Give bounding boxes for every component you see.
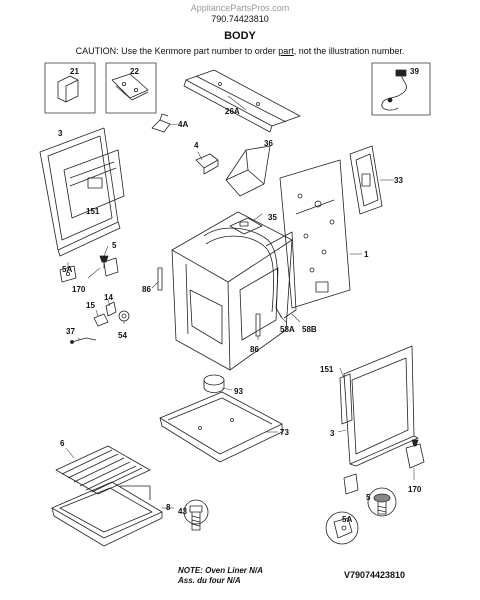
note-oven-liner-french: Ass. du four N/A bbox=[178, 576, 241, 585]
site-watermark: AppliancePartsPros.com bbox=[190, 3, 290, 13]
callout-4: 4 bbox=[194, 141, 199, 150]
part-22-bracket[interactable] bbox=[105, 62, 157, 114]
callout-58a: 58A bbox=[280, 325, 295, 334]
callout-54: 54 bbox=[118, 331, 127, 340]
callout-26a: 26A bbox=[225, 107, 240, 116]
callout-8-visible: 8 bbox=[166, 503, 171, 512]
callout-39: 39 bbox=[410, 67, 419, 76]
part-5-left-screw[interactable] bbox=[99, 255, 109, 268]
callout-151-top: 151 bbox=[86, 207, 100, 216]
part-36-vent-duct[interactable] bbox=[225, 145, 271, 197]
part-37-wire[interactable] bbox=[70, 337, 97, 344]
part-5a-right-assembly[interactable] bbox=[325, 511, 359, 545]
part-93-foot[interactable] bbox=[203, 374, 225, 393]
callout-6: 6 bbox=[60, 439, 65, 448]
part-151-right-panel[interactable] bbox=[339, 373, 353, 425]
part-26a-top-bracket[interactable] bbox=[183, 69, 301, 133]
part-8-storage-drawer[interactable] bbox=[51, 481, 163, 547]
part-86-bottom-strip[interactable] bbox=[255, 313, 261, 337]
callout-5a-left: 5A bbox=[62, 265, 72, 274]
leader-lines bbox=[65, 95, 415, 509]
diagram-title: BODY bbox=[224, 30, 256, 42]
callout-86-bottom: 86 bbox=[250, 345, 259, 354]
model-number: 790.74423810 bbox=[211, 14, 269, 24]
part-4a-clip[interactable] bbox=[151, 113, 171, 133]
part-5a-170-left-hinge[interactable] bbox=[59, 257, 119, 283]
part-3-oven-door[interactable] bbox=[39, 127, 121, 257]
callout-5a-right: 5A bbox=[342, 515, 352, 524]
callout-170-right: 170 bbox=[408, 485, 422, 494]
part-1-rear-panel[interactable] bbox=[279, 159, 351, 309]
callout-labels: 21 22 26A 39 3 4A 4 36 33 151 35 5 1 5A … bbox=[58, 67, 422, 524]
callout-3-right: 3 bbox=[330, 429, 335, 438]
part-4-bracket[interactable] bbox=[195, 153, 219, 175]
callout-21: 21 bbox=[70, 67, 79, 76]
part-39-wiring-harness[interactable] bbox=[371, 62, 431, 116]
callout-58b: 58B bbox=[302, 325, 317, 334]
callout-93: 93 bbox=[234, 387, 243, 396]
illustration-code: V79074423810 bbox=[344, 570, 406, 580]
part-86-left-strip[interactable] bbox=[157, 267, 163, 291]
caution-part-link[interactable]: part bbox=[278, 46, 294, 56]
part-73-bottom-panel[interactable] bbox=[159, 391, 283, 463]
callout-5-right: 5 bbox=[366, 493, 371, 502]
callout-43: 43 bbox=[178, 507, 187, 516]
callout-33: 33 bbox=[394, 176, 403, 185]
callout-151-right: 151 bbox=[320, 365, 334, 374]
part-35-oven-vent[interactable] bbox=[229, 217, 263, 235]
caution-suffix: , not the illustration number. bbox=[293, 46, 405, 56]
callout-15: 15 bbox=[86, 301, 95, 310]
callout-4a: 4A bbox=[178, 120, 188, 129]
part-6-oven-rack[interactable] bbox=[55, 445, 151, 495]
part-151-inner-door-panel[interactable] bbox=[63, 149, 125, 219]
callout-14: 14 bbox=[104, 293, 113, 302]
callout-86-left: 86 bbox=[142, 285, 151, 294]
note-oven-liner: NOTE: Oven Liner N/A bbox=[178, 566, 263, 575]
part-21-hinge-cover[interactable] bbox=[44, 62, 96, 114]
callout-73: 73 bbox=[280, 428, 289, 437]
part-33-side-panel[interactable] bbox=[349, 145, 383, 215]
part-15-14-54-knobs[interactable] bbox=[93, 301, 130, 327]
callout-170-left: 170 bbox=[72, 285, 86, 294]
part-5-right-screw[interactable] bbox=[367, 487, 397, 517]
callout-1: 1 bbox=[364, 250, 369, 259]
callout-22: 22 bbox=[130, 67, 139, 76]
part-3-right-oven-door[interactable] bbox=[343, 345, 419, 467]
oven-body-cavity[interactable] bbox=[171, 211, 293, 371]
callout-35: 35 bbox=[268, 213, 277, 222]
part-43-screw[interactable] bbox=[183, 499, 209, 531]
callout-5-left: 5 bbox=[112, 241, 117, 250]
part-170-right-hinge[interactable] bbox=[343, 439, 425, 495]
callout-37: 37 bbox=[66, 327, 75, 336]
callout-36: 36 bbox=[264, 139, 273, 148]
caution-prefix: CAUTION: Use the Kenmore part number to … bbox=[75, 46, 279, 56]
caution-note: CAUTION: Use the Kenmore part number to … bbox=[0, 46, 480, 56]
part-58a-58b-insulation[interactable] bbox=[203, 227, 297, 319]
callout-3-top: 3 bbox=[58, 129, 63, 138]
